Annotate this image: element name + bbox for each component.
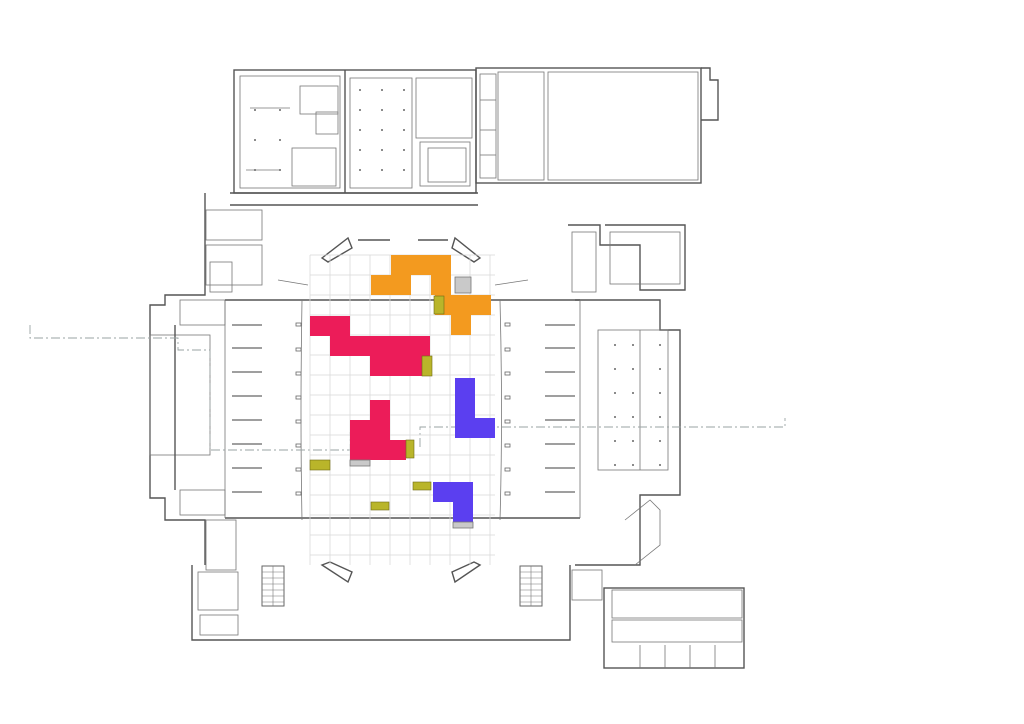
top-right-building — [475, 67, 719, 184]
column-dot — [403, 129, 405, 131]
column-dot — [614, 392, 616, 394]
column-dot — [632, 464, 634, 466]
olive-marker — [433, 295, 445, 315]
column-dot — [403, 109, 405, 111]
left-wing — [149, 193, 263, 571]
column-dot — [403, 169, 405, 171]
top-left-building — [230, 69, 478, 206]
column-dot — [632, 344, 634, 346]
column-dot — [632, 368, 634, 370]
red-zone-upper — [310, 316, 433, 377]
axis-lines — [29, 325, 786, 451]
olive-marker — [412, 481, 432, 491]
zones-layer — [309, 255, 495, 529]
column-dot — [659, 368, 661, 370]
olive-marker — [405, 439, 415, 459]
blue-zone-lower — [433, 482, 474, 529]
gray-cell — [452, 521, 474, 529]
column-dot — [381, 129, 383, 131]
column-dot — [254, 139, 256, 141]
column-dot — [614, 344, 616, 346]
column-dot — [614, 368, 616, 370]
column-dot — [659, 440, 661, 442]
column-dot — [632, 440, 634, 442]
column-dot — [381, 89, 383, 91]
column-dot — [381, 169, 383, 171]
red-zone-lower — [349, 400, 415, 467]
column-dot — [659, 416, 661, 418]
column-dot — [359, 89, 361, 91]
main-hall — [224, 236, 581, 584]
right-wing — [568, 224, 745, 669]
column-dot — [381, 149, 383, 151]
column-dot — [359, 129, 361, 131]
column-dot — [614, 464, 616, 466]
column-dot — [279, 139, 281, 141]
orange-zone — [371, 255, 491, 335]
column-dot — [659, 464, 661, 466]
column-dot — [659, 344, 661, 346]
column-dot — [659, 392, 661, 394]
column-dot — [632, 416, 634, 418]
column-dot — [381, 109, 383, 111]
column-dot — [614, 416, 616, 418]
blue-zone-upper — [455, 378, 495, 438]
column-dot — [632, 392, 634, 394]
column-dot — [403, 149, 405, 151]
gray-cell — [454, 276, 472, 294]
column-dot — [254, 109, 256, 111]
column-dot — [403, 89, 405, 91]
olive-marker — [309, 459, 331, 471]
column-dot — [359, 109, 361, 111]
column-dots — [254, 89, 661, 466]
olive-marker — [370, 501, 390, 511]
bottom-block — [191, 565, 603, 641]
column-dot — [359, 149, 361, 151]
column-dot — [279, 109, 281, 111]
column-dot — [279, 169, 281, 171]
column-dot — [614, 440, 616, 442]
column-dot — [359, 169, 361, 171]
gray-cell — [349, 459, 371, 467]
column-dot — [254, 169, 256, 171]
olive-marker — [421, 355, 433, 377]
